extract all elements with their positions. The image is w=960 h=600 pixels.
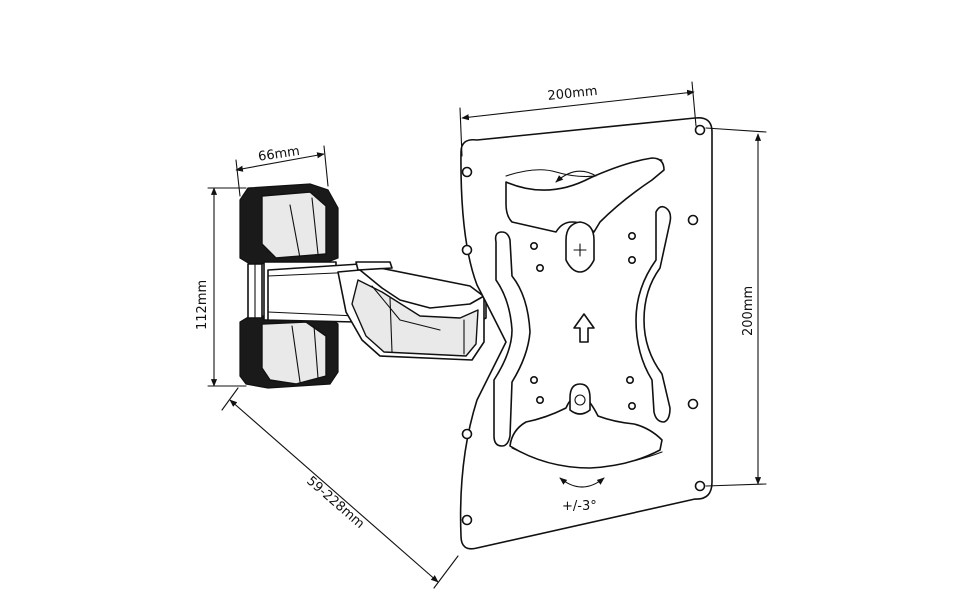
dimension-label-66mm: 66mm xyxy=(257,144,301,165)
tv-plate xyxy=(459,116,713,550)
wall-bracket xyxy=(239,183,339,389)
dimension-label-200mm-horizontal: 200mm xyxy=(547,84,598,104)
rotate-arrow-icon xyxy=(559,477,605,488)
dimension-label-extension: 59-228mm xyxy=(303,474,367,532)
up-arrow-icon xyxy=(573,313,595,343)
swing-arm xyxy=(267,261,487,361)
dimension-200mm-horizontal: 200mm xyxy=(459,81,697,157)
dimension-label-112mm: 112mm xyxy=(195,280,210,330)
dimension-label-200mm-vertical: 200mm xyxy=(741,286,756,336)
dimension-200mm-vertical: 200mm xyxy=(705,127,767,487)
dimension-extension: 59-228mm xyxy=(221,387,459,589)
rotate-arrow-icon xyxy=(555,170,597,183)
dimension-112mm: 112mm xyxy=(195,187,247,387)
mounting-holes xyxy=(461,124,706,526)
tilt-label: +/-3° xyxy=(562,499,597,514)
dimension-66mm: 66mm xyxy=(235,144,329,197)
